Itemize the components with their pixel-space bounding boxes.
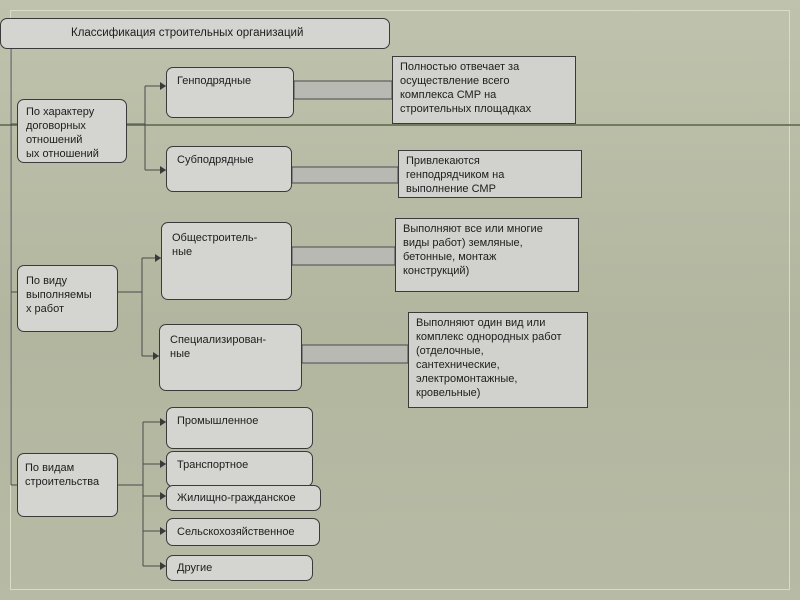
desc-specializirovannye: Выполняют один вид или комплекс однородн… bbox=[408, 312, 588, 408]
item-zhilishchno-grazhdanskoe: Жилищно-гражданское bbox=[166, 485, 321, 511]
connector-group-2 bbox=[118, 257, 161, 357]
connector-bar-3 bbox=[291, 246, 396, 266]
item-specializirovannye: Специализирован- ные bbox=[159, 324, 302, 391]
connector-group-3 bbox=[118, 421, 166, 567]
connector-bar-1 bbox=[293, 80, 393, 100]
arrow-selsk bbox=[160, 527, 166, 535]
diagram-title: Классификация строительных организаций bbox=[0, 18, 390, 49]
item-genpodryadnye: Генподрядные bbox=[166, 67, 294, 118]
desc-obshchestroitelnye: Выполняют все или многие виды работ) зем… bbox=[395, 218, 579, 292]
connector-bar-2 bbox=[291, 166, 399, 184]
horizontal-rule bbox=[0, 124, 800, 126]
item-selskokhozyaystvennoe: Сельскохозяйственное bbox=[166, 518, 320, 546]
connector-bar-4 bbox=[301, 344, 409, 364]
arrow-drugie bbox=[160, 562, 166, 570]
item-drugie: Другие bbox=[166, 555, 313, 581]
arrow-transp bbox=[160, 460, 166, 468]
arrow-genpodryad bbox=[160, 82, 166, 90]
group-by-construction-type: По видам строительства bbox=[17, 453, 118, 517]
group-by-work-type: По виду выполняемы х работ bbox=[17, 265, 118, 332]
item-promyshlennoe: Промышленное bbox=[166, 407, 313, 449]
arrow-specializ bbox=[153, 352, 159, 360]
connector-group-1 bbox=[127, 85, 166, 171]
arrow-zhil bbox=[160, 492, 166, 500]
item-transportnoe: Транспортное bbox=[166, 451, 313, 487]
arrow-subpodryad bbox=[160, 166, 166, 174]
item-subpodryadnye: Субподрядные bbox=[166, 146, 292, 192]
desc-genpodryadnye: Полностью отвечает за осуществление всег… bbox=[392, 56, 576, 124]
desc-subpodryadnye: Привлекаются генподрядчиком на выполнени… bbox=[398, 150, 582, 198]
group-by-contract-relations: По характеру договорных отношений ых отн… bbox=[17, 99, 127, 163]
arrow-prom bbox=[160, 418, 166, 426]
item-obshchestroitelnye: Общестроитель- ные bbox=[161, 222, 292, 300]
arrow-obshchestroit bbox=[155, 254, 161, 262]
